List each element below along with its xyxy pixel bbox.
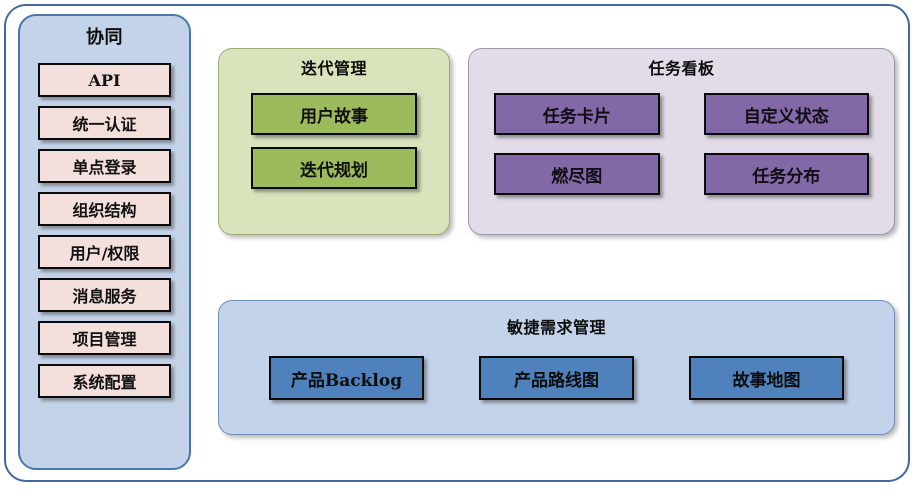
panel-collaboration[interactable]: 协同 API 统一认证 单点登录 组织结构 用户/权限 消息服务 项目管理 [18, 14, 191, 470]
panel-agile-requirement-management-title: 敏捷需求管理 [506, 318, 606, 337]
requirement-item-story-map[interactable]: 故事地图 [689, 356, 844, 400]
collaboration-item-label: API [88, 70, 121, 90]
task-board-item-label: 任务卡片 [542, 106, 611, 127]
requirement-item-label: 产品路线图 [514, 370, 599, 391]
collaboration-item-project-management[interactable]: 项目管理 [38, 321, 171, 355]
task-board-item-label: 自定义状态 [743, 106, 829, 127]
task-board-item-label: 任务分布 [752, 166, 821, 187]
collaboration-item-list: API 统一认证 单点登录 组织结构 用户/权限 消息服务 项目管理 系统配置 [38, 63, 171, 398]
iteration-item-label: 迭代规划 [300, 160, 368, 181]
collaboration-item-api[interactable]: API [38, 63, 171, 97]
collaboration-item-label: 组织结构 [72, 201, 137, 220]
iteration-item-user-story[interactable]: 用户故事 [251, 93, 417, 135]
collaboration-item-label: 项目管理 [72, 330, 137, 349]
task-board-item-task-distribution[interactable]: 任务分布 [703, 153, 869, 195]
panel-task-board-title: 任务看板 [648, 59, 715, 78]
task-board-item-label: 燃尽图 [551, 166, 603, 187]
collaboration-item-message-service[interactable]: 消息服务 [38, 278, 171, 312]
panel-collaboration-title: 协同 [86, 27, 123, 48]
panel-task-board[interactable]: 任务看板 任务卡片 自定义状态 燃尽图 任务分布 [468, 48, 895, 235]
requirement-item-label: 产品Backlog [290, 370, 403, 391]
collaboration-item-label: 系统配置 [72, 373, 137, 392]
requirement-item-row: 产品Backlog 产品路线图 故事地图 [269, 356, 844, 400]
panel-iteration-management-title: 迭代管理 [300, 59, 367, 78]
collaboration-item-label: 消息服务 [72, 287, 137, 306]
task-board-item-task-card[interactable]: 任务卡片 [494, 93, 660, 135]
requirement-item-product-backlog[interactable]: 产品Backlog [269, 356, 424, 400]
collaboration-item-label: 单点登录 [72, 158, 137, 177]
collaboration-item-label: 统一认证 [72, 115, 137, 134]
panel-agile-requirement-management[interactable]: 敏捷需求管理 产品Backlog 产品路线图 故事地图 [218, 300, 895, 435]
iteration-item-label: 用户故事 [300, 106, 368, 127]
iteration-item-list: 用户故事 迭代规划 [251, 93, 417, 189]
collaboration-item-sso[interactable]: 单点登录 [38, 149, 171, 183]
task-board-item-grid: 任务卡片 自定义状态 燃尽图 任务分布 [494, 93, 869, 195]
requirement-item-product-roadmap[interactable]: 产品路线图 [479, 356, 634, 400]
requirement-item-label: 故事地图 [732, 370, 801, 391]
collaboration-item-user-permission[interactable]: 用户/权限 [38, 235, 171, 269]
iteration-item-iteration-planning[interactable]: 迭代规划 [251, 147, 417, 189]
panel-iteration-management[interactable]: 迭代管理 用户故事 迭代规划 [218, 48, 450, 235]
collaboration-item-org-structure[interactable]: 组织结构 [38, 192, 171, 226]
task-board-item-custom-status[interactable]: 自定义状态 [703, 93, 869, 135]
collaboration-item-unified-auth[interactable]: 统一认证 [38, 106, 171, 140]
collaboration-item-system-config[interactable]: 系统配置 [38, 364, 171, 398]
task-board-item-burndown-chart[interactable]: 燃尽图 [494, 153, 660, 195]
collaboration-item-label: 用户/权限 [69, 244, 140, 263]
